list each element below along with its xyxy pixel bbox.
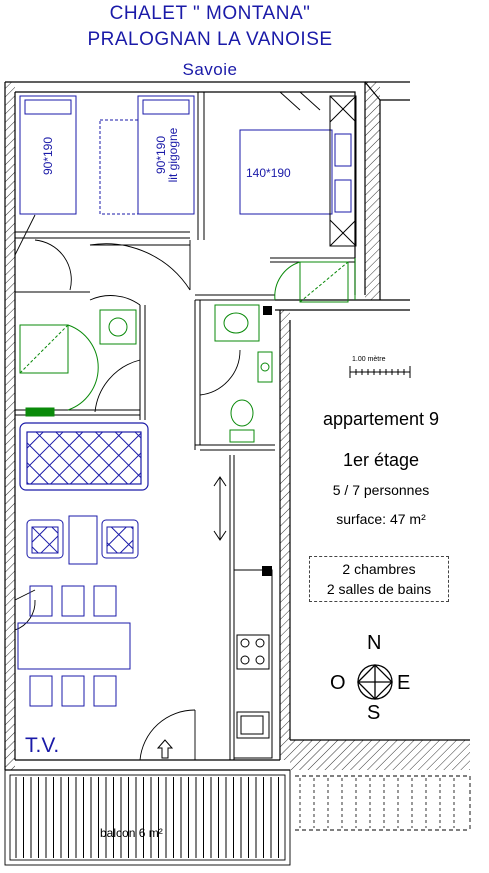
right-wall-hatch [365, 82, 380, 300]
compass-south: S [367, 702, 381, 724]
doors [14, 91, 321, 761]
compass-rose [357, 664, 393, 700]
bed-double [239, 95, 357, 247]
chalet-title: CHALET " MONTANA" [109, 3, 311, 24]
location-title: PRALOGNAN LA VANOISE [87, 29, 333, 50]
capacity: 5 / 7 personnes [332, 482, 430, 498]
duct-marker-1 [263, 306, 272, 315]
balcony-railing-bars [15, 777, 279, 858]
dining-table-and-chairs [17, 585, 131, 707]
entrance-arrow [156, 739, 174, 759]
scale-label: 1.00 mètre [352, 356, 386, 363]
surface-area: surface: 47 m² [336, 511, 426, 527]
bed-single-1 [19, 95, 77, 215]
bed-label-2-type: lit gigogne [166, 127, 180, 183]
balcony [4, 769, 471, 866]
bathroom-fixtures [19, 258, 356, 443]
compass-west: O [330, 672, 346, 694]
floor-level: 1er étage [342, 450, 420, 470]
bathrooms-count: 2 salles de bains [326, 581, 432, 597]
sofa [19, 422, 149, 491]
armchairs-and-table [26, 515, 139, 565]
balcony-dashed-bars [299, 778, 455, 828]
kitchen [233, 569, 273, 759]
bed-label-1: 90*190 [41, 136, 55, 176]
sliding-arrow [213, 476, 227, 541]
duct-marker-2 [262, 566, 272, 576]
bed-label-3: 140*190 [246, 166, 291, 180]
bedrooms-count: 2 chambres [342, 561, 416, 577]
bed-label-2: 90*190 lit gigogne [154, 118, 180, 192]
compass-east: E [397, 672, 411, 694]
compass-north: N [367, 632, 382, 654]
bed-single-2 [99, 95, 195, 215]
rooms-summary: 2 chambres 2 salles de bains [309, 556, 449, 602]
scale-bar [349, 366, 411, 378]
left-wall-hatch [5, 82, 15, 770]
balcony-label: balcon 6 m² [100, 826, 163, 840]
tv-label: T.V. [25, 734, 60, 757]
south-wall-hatch [290, 740, 470, 770]
region-title: Savoie [182, 60, 238, 79]
apartment-number: appartement 9 [322, 409, 440, 429]
east-wall-hatch [280, 310, 290, 760]
